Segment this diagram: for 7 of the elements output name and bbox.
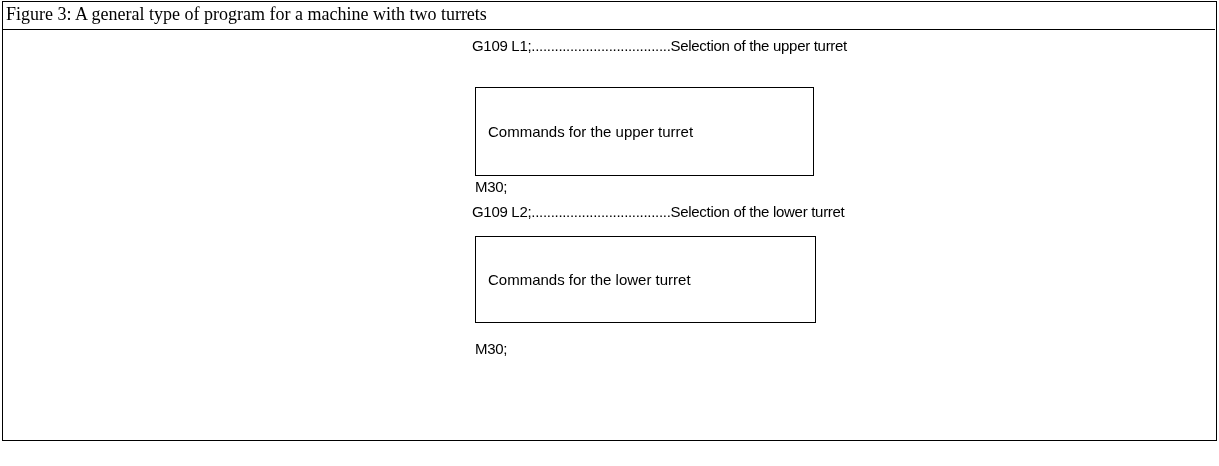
program-line: G109 L2;....................................Selection of the lower turret — [472, 203, 845, 221]
command-block: Commands for the lower turret — [475, 236, 816, 323]
program-code: M30; — [475, 178, 508, 196]
program-line: G109 L1;....................................Selection of the upper turret — [472, 37, 847, 55]
command-block: Commands for the upper turret — [475, 87, 814, 176]
program-code: M30; — [475, 340, 508, 358]
figure-title: Figure 3: A general type of program for a machine with two turrets — [6, 4, 487, 25]
